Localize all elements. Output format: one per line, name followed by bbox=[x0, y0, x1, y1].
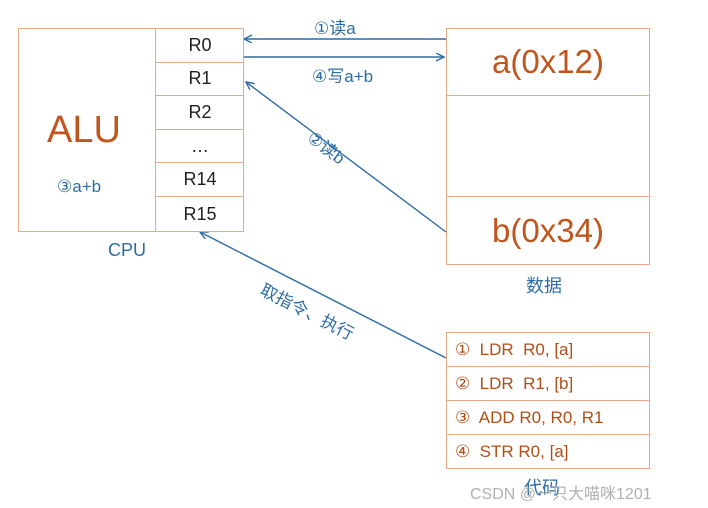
register-r1: R1 bbox=[156, 63, 244, 97]
register-r15: R15 bbox=[183, 203, 217, 224]
register-r2: R2 bbox=[156, 96, 244, 130]
memory-caption: 数据 bbox=[526, 276, 562, 296]
label-read-a: ①读a bbox=[314, 19, 356, 38]
cpu-caption: CPU bbox=[108, 240, 147, 260]
register-ellipsis: … bbox=[156, 130, 244, 164]
alu-label: ALU bbox=[47, 109, 121, 151]
register-r0: R0 bbox=[156, 29, 244, 63]
alu-operation: ③a+b bbox=[57, 177, 102, 196]
memory-cell-empty bbox=[447, 96, 649, 197]
watermark: CSDN @一只大喵咪1201 bbox=[470, 486, 652, 503]
code-line-4: ④ STR R0, [a] bbox=[455, 441, 569, 461]
code-line-2: ② LDR R1, [b] bbox=[447, 367, 649, 401]
register-file: R0 R1 R2 … R14 R15 bbox=[155, 29, 244, 231]
label-write-ab: ④写a+b bbox=[312, 67, 374, 86]
code-line-1: ① LDR R0, [a] bbox=[447, 333, 649, 367]
memory-cell-b: b(0x34) bbox=[492, 211, 604, 249]
code-line-3: ③ ADD R0, R0, R1 bbox=[447, 401, 649, 435]
memory-cell-a: a(0x12) bbox=[447, 29, 649, 96]
arrow-read-b bbox=[246, 82, 447, 233]
cpu-block: ALU ③a+b R0 R1 R2 … R14 R15 bbox=[18, 28, 244, 232]
memory-block: a(0x12) b(0x34) bbox=[446, 28, 650, 265]
code-caption: 代码 bbox=[524, 478, 560, 498]
arrow-fetch-exec bbox=[200, 232, 447, 359]
register-r14: R14 bbox=[156, 163, 244, 197]
code-block: ① LDR R0, [a] ② LDR R1, [b] ③ ADD R0, R0… bbox=[446, 332, 650, 469]
